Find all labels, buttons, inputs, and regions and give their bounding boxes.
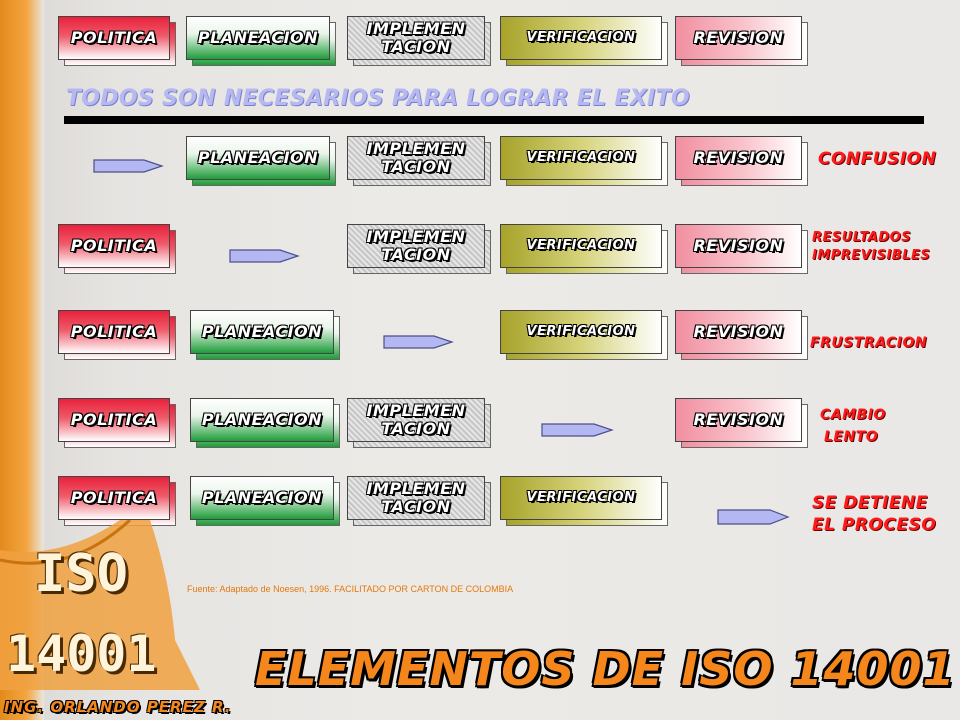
planeacion-box: PLANEACION [186,16,336,66]
revision-box: REVISION [675,224,808,274]
planeacion-box: PLANEACION [190,310,340,360]
logo-14001-text: 14001 [6,625,157,683]
politica-label: POLITICA [70,322,158,341]
revision-box: REVISION [675,16,808,66]
politica-label: POLITICA [70,488,158,507]
planeacion-label: PLANEACION [201,410,323,429]
arrow-icon [383,335,454,349]
verificacion-box: VERIFICACION [500,310,668,360]
politica-box: POLITICA [58,476,176,526]
planeacion-box: PLANEACION [190,398,340,448]
verificacion-label: VERIFICACION [526,238,636,253]
verificacion-box: VERIFICACION [500,16,668,66]
verificacion-label: VERIFICACION [526,324,636,339]
politica-box: POLITICA [58,16,176,66]
revision-label: REVISION [693,28,784,47]
divider-bar [64,116,924,124]
subtitle: TODOS SON NECESARIOS PARA LOGRAR EL EXIT… [66,86,690,111]
arrow-icon [93,159,164,173]
planeacion-label: PLANEACION [201,488,323,507]
iso-logo [0,520,200,690]
arrow-icon [229,249,300,263]
revision-label: REVISION [693,236,784,255]
revision-label: REVISION [693,410,784,429]
verificacion-label: VERIFICACION [526,490,636,505]
page-title: ELEMENTOS DE ISO 14001 [255,642,956,696]
planeacion-box: PLANEACION [190,476,340,526]
politica-box: POLITICA [58,224,176,274]
politica-label: POLITICA [70,236,158,255]
planeacion-label: PLANEACION [197,148,319,167]
politica-box: POLITICA [58,398,176,448]
planeacion-label: PLANEACION [201,322,323,341]
arrow-icon [541,423,614,437]
politica-label: POLITICA [70,410,158,429]
revision-box: REVISION [675,310,808,360]
politica-label: POLITICA [70,28,158,47]
outcome-confusion: CONFUSION [818,149,937,169]
arrow-icon [717,509,790,525]
verificacion-box: VERIFICACION [500,476,668,526]
verificacion-label: VERIFICACION [526,150,636,165]
verificacion-label: VERIFICACION [526,30,636,45]
politica-box: POLITICA [58,310,176,360]
revision-box: REVISION [675,398,808,448]
author-name: ING. ORLANDO PEREZ R. [4,698,232,716]
planeacion-label: PLANEACION [197,28,319,47]
logo-iso-text: ISO [34,544,128,604]
revision-box: REVISION [675,136,808,186]
revision-label: REVISION [693,148,784,167]
planeacion-box: PLANEACION [186,136,336,186]
verificacion-box: VERIFICACION [500,224,668,274]
revision-label: REVISION [693,322,784,341]
outcome-frustracion: FRUSTRACION [810,335,928,351]
verificacion-box: VERIFICACION [500,136,668,186]
source-note: Fuente: Adaptado de Noesen, 1996. FACILI… [187,584,514,594]
